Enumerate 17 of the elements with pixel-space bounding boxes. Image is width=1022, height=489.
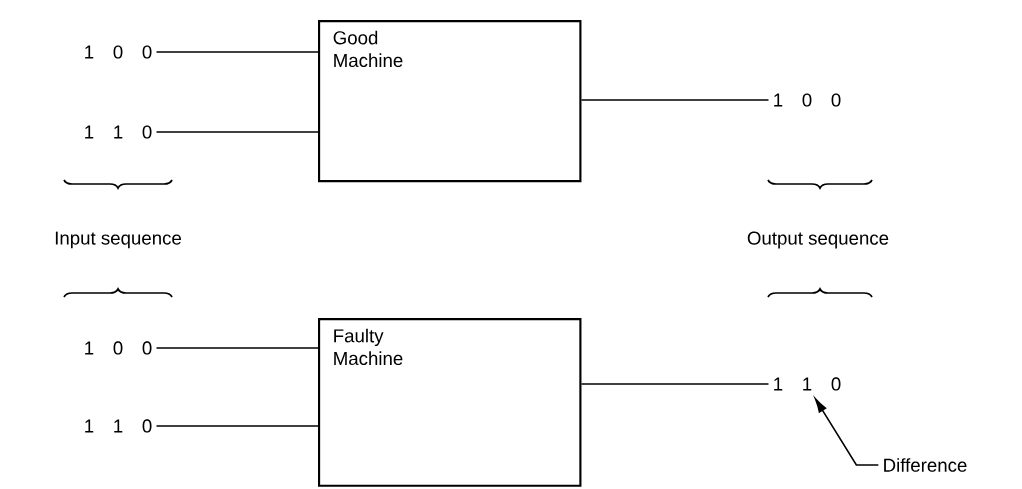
bit-sequence: 1 0 0: [85, 341, 152, 355]
caption-text: Input sequence: [55, 231, 181, 249]
machine-box: Faulty Machine: [318, 318, 582, 487]
connector-line: [155, 131, 319, 133]
caption-text: Output sequence: [747, 231, 889, 249]
bit-sequence: 1 1 0: [85, 125, 152, 139]
annotation-text: Difference: [884, 458, 967, 472]
bit-sequence: 1 0 0: [774, 93, 841, 107]
bit-sequence: 1 1 0: [774, 377, 841, 391]
connector-line: [580, 383, 770, 385]
connector-line: [155, 51, 319, 53]
bit-sequence: 1 1 0: [85, 419, 152, 433]
machine-box: Good Machine: [318, 20, 582, 183]
connector-line: [155, 347, 319, 349]
bit-sequence: 1 0 0: [85, 45, 152, 59]
connector-line: [580, 99, 770, 101]
connector-line: [155, 425, 319, 427]
